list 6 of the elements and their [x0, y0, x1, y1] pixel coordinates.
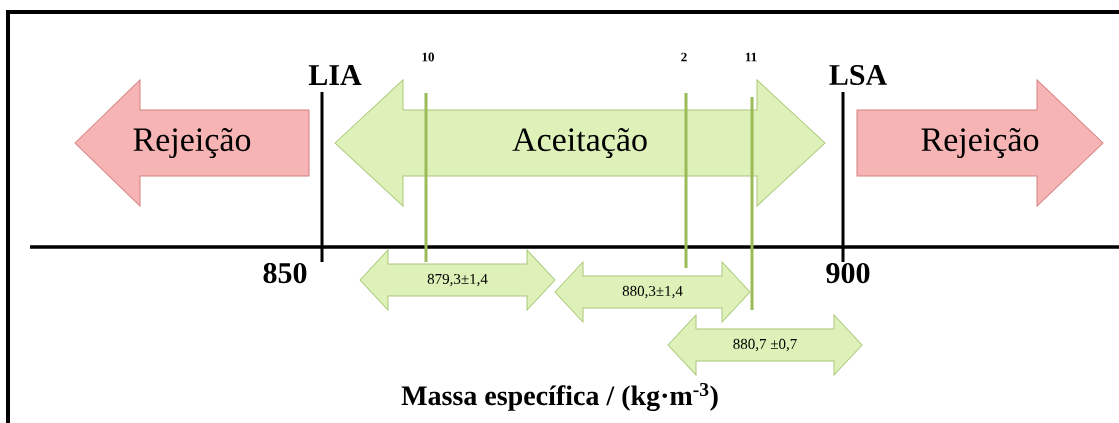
axis-value: 900	[826, 262, 870, 284]
axis-value: 850	[263, 262, 307, 284]
sample-number: 10	[422, 52, 434, 62]
sample-number: 11	[745, 52, 757, 62]
sample-number: 2	[681, 52, 687, 62]
axis-title: Massa específica / (kg·m$^{-3}$)	[401, 382, 718, 412]
